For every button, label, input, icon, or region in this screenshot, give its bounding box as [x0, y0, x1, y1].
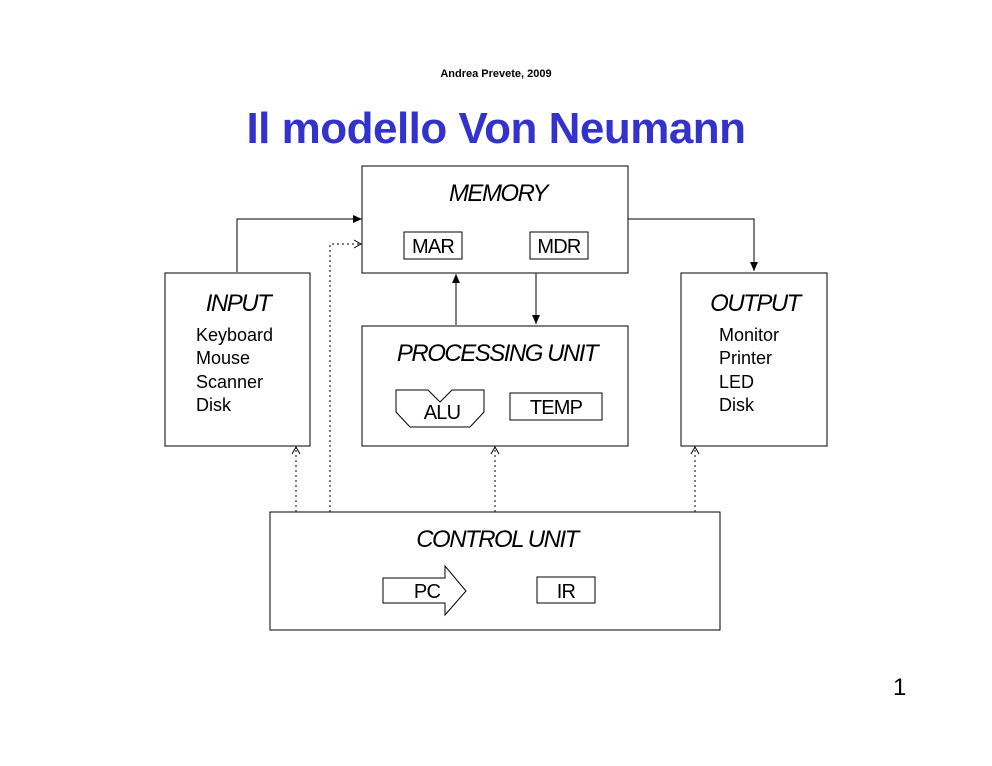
pc-label: PC — [414, 581, 441, 603]
ir-label: IR — [557, 581, 576, 603]
output-block: OUTPUT Monitor Printer LED Disk — [680, 272, 828, 447]
mdr-register — [529, 231, 589, 260]
output-title: OUTPUT — [710, 290, 804, 317]
temp-register — [509, 392, 603, 421]
mar-label: MAR — [412, 236, 454, 258]
input-to-memory-arrow — [236, 215, 362, 272]
mdr-label: MDR — [537, 236, 581, 258]
input-item: Mouse — [196, 348, 250, 368]
control-to-memory-line — [329, 239, 363, 512]
input-item: Disk — [196, 395, 232, 415]
input-block: INPUT Keyboard Mouse Scanner Disk — [164, 272, 311, 447]
input-item: Scanner — [196, 372, 263, 392]
memory-block: MEMORY MAR MDR — [361, 165, 629, 274]
processing-unit-title: PROCESSING UNIT — [397, 340, 601, 367]
control-unit-title: CONTROL UNIT — [416, 526, 581, 553]
memory-title: MEMORY — [449, 180, 551, 207]
alu-label: ALU — [424, 402, 461, 424]
control-unit-block: CONTROL UNIT PC IR — [269, 511, 721, 631]
processing-unit-block: PROCESSING UNIT ALU TEMP — [361, 325, 629, 447]
input-title: INPUT — [206, 290, 274, 317]
page-number: 1 — [893, 674, 907, 701]
pc-arrow-shape — [382, 564, 467, 617]
alu-shape — [395, 389, 485, 428]
input-item: Keyboard — [196, 325, 273, 345]
memory-to-output-arrow — [628, 218, 758, 271]
output-item: Disk — [719, 395, 755, 415]
mar-register — [403, 231, 463, 260]
output-item: LED — [719, 372, 754, 392]
page-title: Il modello Von Neumann — [246, 104, 746, 153]
author-credit: Andrea Prevete, 2009 — [440, 68, 552, 80]
output-item: Monitor — [719, 325, 779, 345]
output-item: Printer — [719, 348, 772, 368]
ir-register — [536, 576, 596, 604]
temp-label: TEMP — [530, 397, 583, 419]
